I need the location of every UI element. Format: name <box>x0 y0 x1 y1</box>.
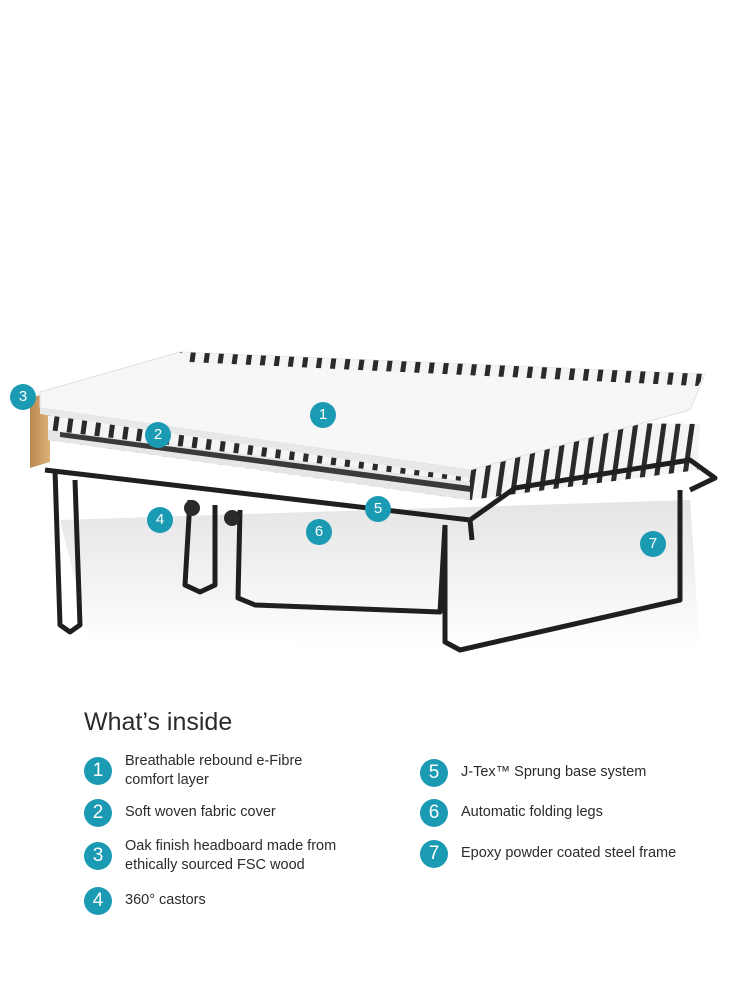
feature-number: 7 <box>420 840 448 868</box>
callout-3: 3 <box>10 384 36 410</box>
feature-number: 6 <box>420 799 448 827</box>
feature-text: Oak finish headboard made from ethically… <box>125 838 337 873</box>
callout-7: 7 <box>640 531 666 557</box>
feature-number: 2 <box>84 799 112 827</box>
folding-bed-illustration <box>30 351 718 653</box>
feature-text: Automatic folding legs <box>461 804 603 820</box>
feature-text: Epoxy powder coated steel frame <box>461 845 677 861</box>
section-heading: What’s inside <box>84 708 233 736</box>
feature-number: 4 <box>84 887 112 915</box>
callout-1: 1 <box>310 402 336 428</box>
feature-number: 5 <box>420 759 448 787</box>
feature-text: Breathable rebound e-Fibre comfort layer <box>125 753 303 788</box>
bed-image <box>30 351 718 653</box>
feature-item-4: 4 360° castors <box>84 887 206 915</box>
callout-5: 5 <box>365 496 391 522</box>
feature-text: J-Tex™ Sprung base system <box>461 764 647 780</box>
feature-text: 360° castors <box>125 892 206 908</box>
feature-item-3: 3 Oak finish headboard made from ethical… <box>84 838 336 875</box>
feature-number: 3 <box>84 842 112 870</box>
feature-item-2: 2 Soft woven fabric cover <box>84 799 276 827</box>
castor <box>184 500 200 516</box>
feature-number: 1 <box>84 757 112 785</box>
steel-frame <box>44 457 718 653</box>
feature-item-6: 6 Automatic folding legs <box>420 799 603 827</box>
feature-item-1: 1 Breathable rebound e-Fibre comfort lay… <box>84 753 302 790</box>
callout-6: 6 <box>306 519 332 545</box>
callout-4: 4 <box>147 507 173 533</box>
callout-2: 2 <box>145 422 171 448</box>
feature-item-5: 5 J-Tex™ Sprung base system <box>420 759 646 787</box>
castor <box>224 510 240 526</box>
feature-text: Soft woven fabric cover <box>125 804 276 820</box>
feature-item-7: 7 Epoxy powder coated steel frame <box>420 840 676 868</box>
